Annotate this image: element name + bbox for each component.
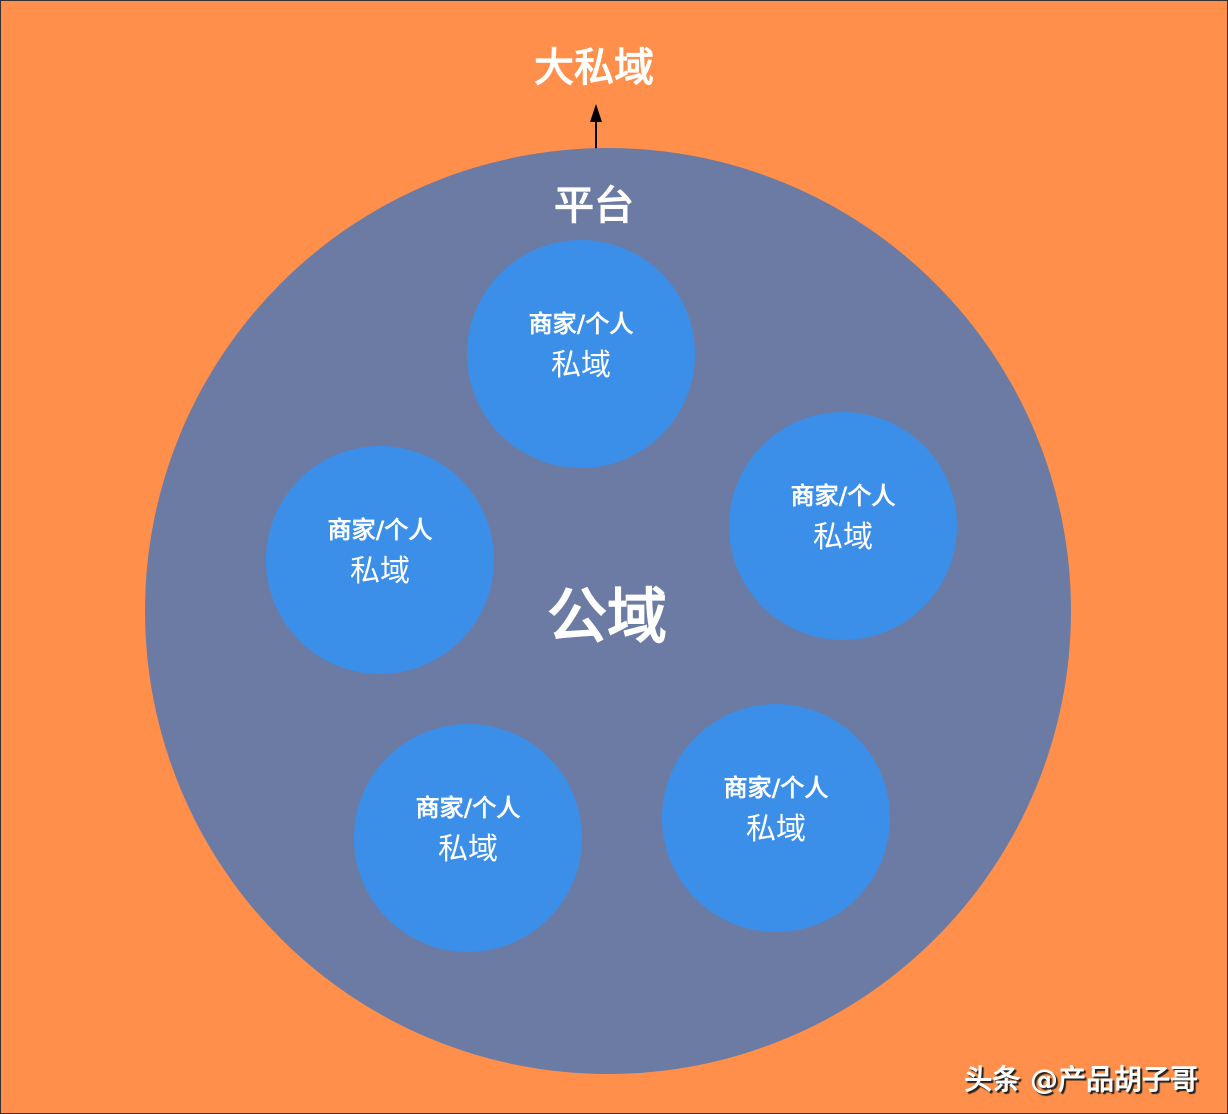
private-circle-label: 私域 bbox=[813, 520, 873, 555]
private-circle-title: 商家/个人 bbox=[327, 516, 433, 544]
platform-label: 平台 bbox=[554, 183, 634, 229]
private-circle-label: 私域 bbox=[746, 812, 806, 847]
private-circle-label: 私域 bbox=[438, 832, 498, 867]
private-circle-title: 商家/个人 bbox=[723, 774, 829, 802]
private-circle: 商家/个人 私域 bbox=[467, 240, 695, 468]
private-circle-title: 商家/个人 bbox=[415, 794, 521, 822]
private-circle: 商家/个人 私域 bbox=[266, 446, 494, 674]
outer-label: 大私域 bbox=[534, 45, 654, 91]
private-circle-label: 私域 bbox=[551, 348, 611, 383]
private-circle: 商家/个人 私域 bbox=[354, 724, 582, 952]
private-circle-title: 商家/个人 bbox=[528, 310, 634, 338]
public-domain-label: 公域 bbox=[547, 582, 667, 653]
private-circle-title: 商家/个人 bbox=[790, 482, 896, 510]
watermark: 头条 @产品胡子哥 bbox=[964, 1063, 1198, 1096]
private-circle: 商家/个人 私域 bbox=[662, 704, 890, 932]
arrow-up-icon bbox=[590, 104, 602, 150]
private-circle-label: 私域 bbox=[350, 554, 410, 589]
private-circle: 商家/个人 私域 bbox=[729, 412, 957, 640]
